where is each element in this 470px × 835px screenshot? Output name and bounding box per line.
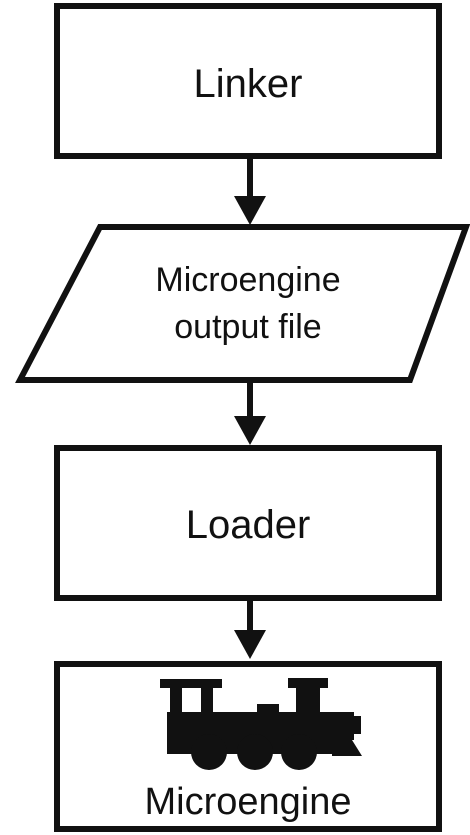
- output-file-label-line2: output file: [174, 308, 321, 346]
- microengine-node: Microengine: [54, 661, 442, 832]
- linker-box: [54, 3, 442, 159]
- arrow-linker-to-output: [234, 156, 266, 225]
- arrow-loader-to-microengine: [234, 598, 266, 659]
- output-file-box: [15, 224, 470, 383]
- arrow-output-to-loader: [234, 380, 266, 445]
- loader-label: Loader: [186, 503, 311, 547]
- arrow-head: [234, 196, 266, 225]
- linker-label: Linker: [194, 62, 303, 106]
- output-file-label-line1: Microengine: [155, 261, 340, 299]
- arrow-head: [234, 630, 266, 659]
- microengine-label: Microengine: [145, 781, 352, 823]
- arrow-head: [234, 416, 266, 445]
- loader-node: Loader: [54, 445, 442, 601]
- loader-box: [54, 445, 442, 601]
- linker-node: Linker: [54, 3, 442, 159]
- output-file-node: Microengine output file: [15, 224, 470, 383]
- locomotive-icon: [160, 678, 362, 770]
